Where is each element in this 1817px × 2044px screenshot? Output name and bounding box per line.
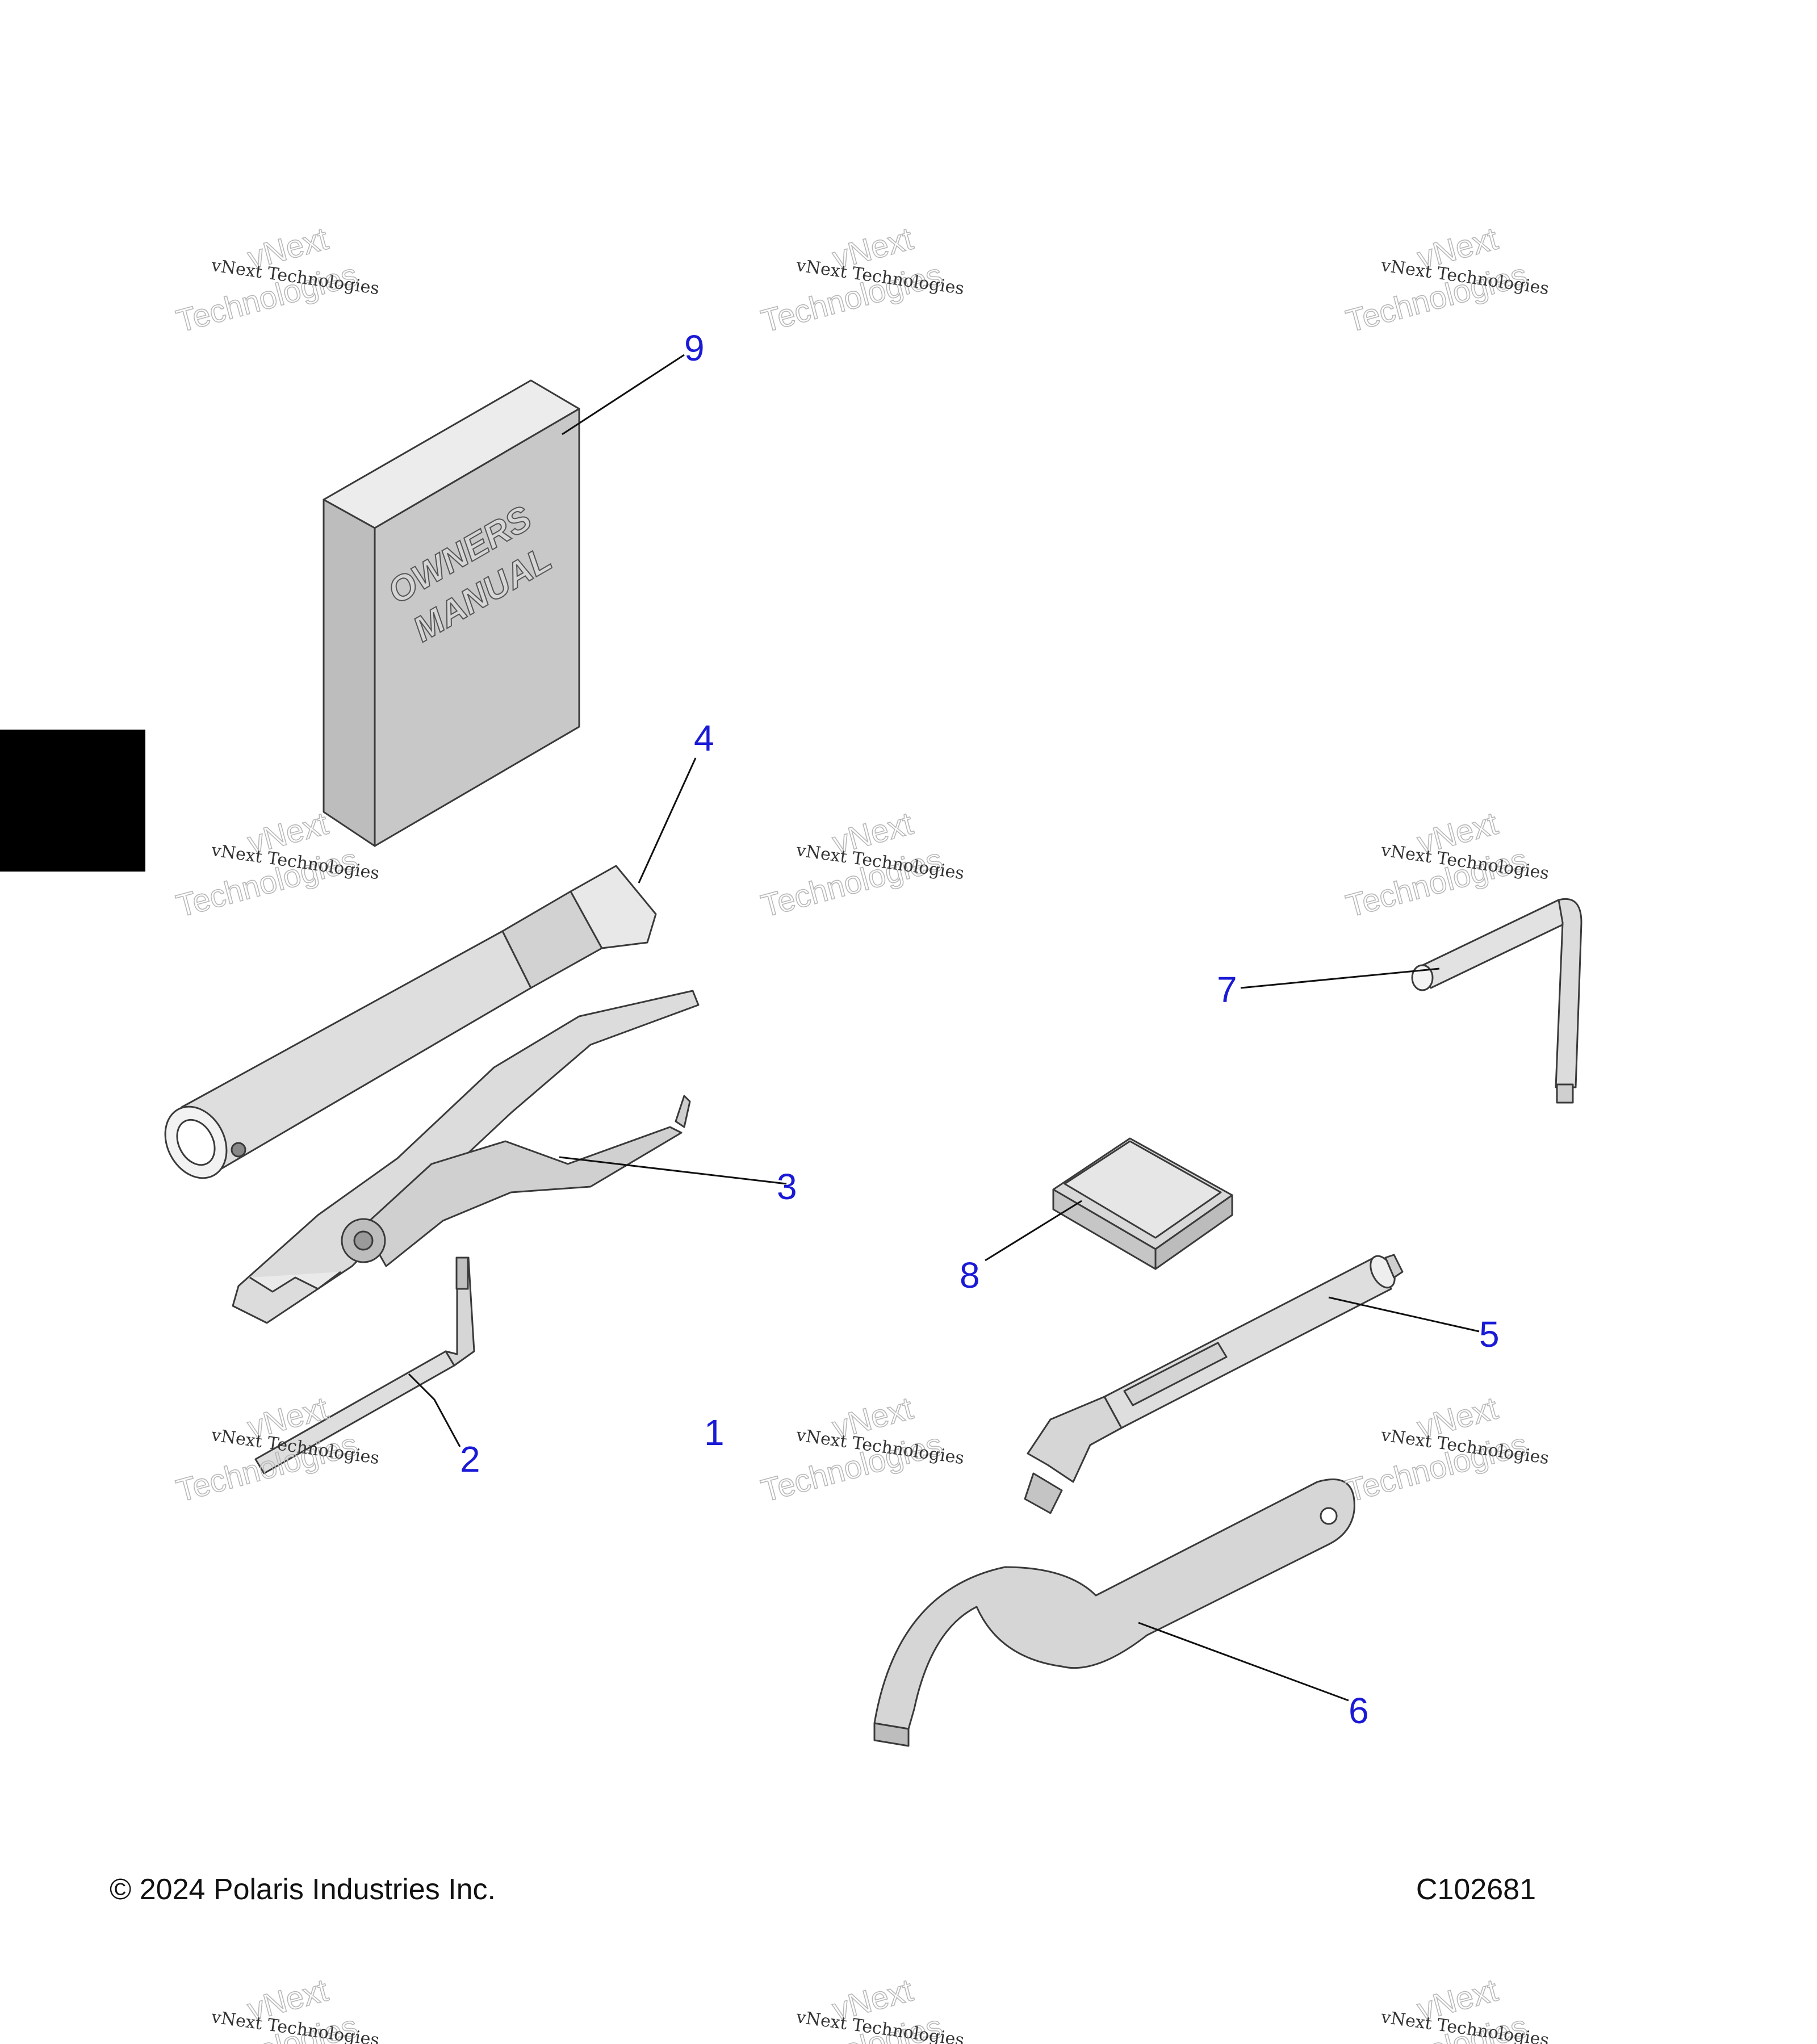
tube-wrench	[164, 865, 657, 1179]
owners-manual: OWNERS MANUAL	[323, 379, 580, 847]
torx-key-left	[254, 1256, 475, 1475]
fuse-box	[1052, 1137, 1233, 1270]
watermark: vNext Technologies vNext Technologies	[172, 1971, 380, 2044]
callout-3: 3	[777, 1166, 797, 1207]
callout-1: 1	[704, 1412, 725, 1453]
watermark: vNext Technologies vNext Technologies	[757, 805, 965, 924]
watermark: vNext Technologies vNext Technologies	[172, 220, 380, 340]
watermark: vNext Technologies vNext Technologies	[1342, 805, 1550, 924]
callout-4: 4	[694, 718, 714, 759]
hex-key-right	[1411, 898, 1582, 1104]
callout-7: 7	[1217, 969, 1237, 1010]
watermark: vNext Technologies vNext Technologies	[757, 1971, 965, 2044]
callout-2: 2	[460, 1439, 480, 1480]
leader-8	[985, 1200, 1082, 1262]
watermark: vNext Technologies vNext Technologies	[757, 220, 965, 340]
leader-9	[562, 354, 685, 435]
watermark: vNext Technologies vNext Technologies	[1342, 1389, 1550, 1509]
spanner-wrench	[873, 1478, 1355, 1747]
socket-handle	[1024, 1254, 1404, 1514]
side-tab	[0, 730, 145, 872]
watermark: vNext Technologies vNext Technologies	[757, 1389, 965, 1509]
leader-7	[1240, 967, 1440, 989]
leader-3	[559, 1156, 787, 1185]
callout-5: 5	[1479, 1314, 1500, 1355]
leader-6	[1138, 1622, 1349, 1702]
leader-5	[1328, 1296, 1480, 1333]
callout-6: 6	[1349, 1690, 1369, 1731]
leader-4	[638, 757, 697, 883]
callout-8: 8	[960, 1255, 980, 1296]
callout-9: 9	[684, 328, 705, 368]
leader-2	[408, 1373, 461, 1447]
watermark: vNext Technologies vNext Technologies	[1342, 220, 1550, 340]
diagram-code: C102681	[1416, 1873, 1536, 1906]
copyright-text: © 2024 Polaris Industries Inc.	[110, 1873, 496, 1906]
watermark: vNext Technologies vNext Technologies	[1342, 1971, 1550, 2044]
